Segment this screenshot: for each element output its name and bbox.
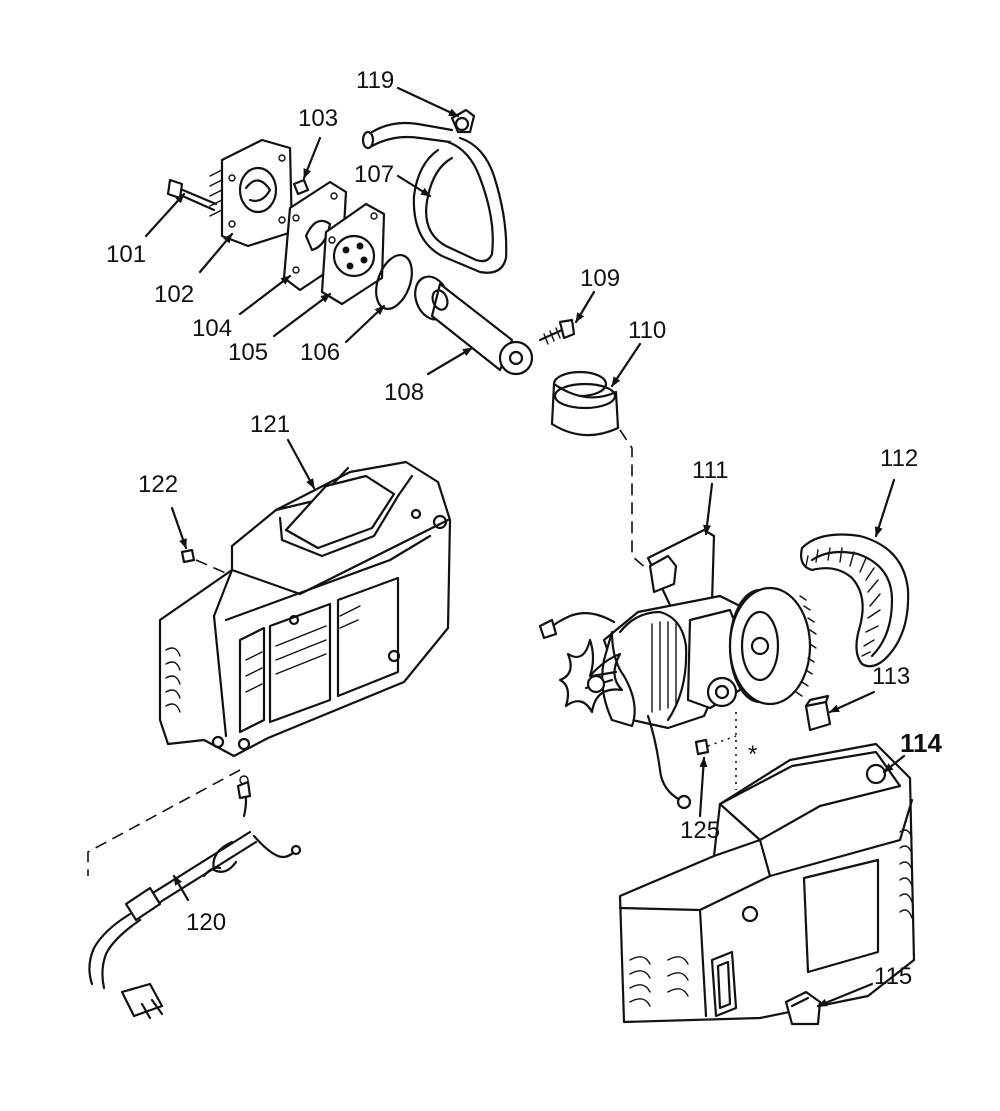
label-104: 104 (192, 315, 232, 342)
part-107-outlet-tube (361, 121, 508, 274)
label-114: 114 (900, 728, 942, 758)
label-105: 105 (228, 339, 268, 366)
part-101-screw (166, 178, 218, 212)
label-110: 110 (628, 317, 666, 344)
part-114-shroud-front (618, 742, 916, 1024)
part-108-cylinder (414, 275, 534, 376)
part-120-power-cord (88, 780, 302, 1020)
label-112: 112 (880, 445, 918, 472)
label-113: 113 (872, 663, 910, 690)
label-115: 115 (874, 963, 912, 990)
label-125: 125 (680, 817, 720, 844)
part-125-screw (694, 712, 737, 790)
label-111: 111 (692, 457, 728, 484)
part-112-belt (800, 533, 910, 668)
part-110-sleeve (550, 370, 620, 437)
note-asterisk: * (748, 741, 757, 768)
label-121: 121 (250, 411, 290, 438)
label-108: 108 (384, 379, 424, 406)
label-103: 103 (298, 105, 338, 132)
label-120: 120 (186, 909, 226, 936)
leader-arrows (144, 86, 906, 1008)
assembly-line-110-111 (619, 429, 649, 571)
part-111-motor (538, 528, 817, 810)
part-109-screw (538, 318, 576, 345)
label-102: 102 (154, 281, 194, 308)
part-121-shroud-rear (158, 460, 452, 758)
label-106: 106 (300, 339, 340, 366)
part-115-latch (784, 990, 822, 1026)
part-labels: 119 103 107 101 102 104 105 106 108 109 … (106, 67, 942, 990)
label-122: 122 (138, 471, 178, 498)
label-119: 119 (356, 67, 394, 94)
part-113-block (804, 694, 832, 732)
part-122-screw (180, 548, 229, 575)
assembly-line-121-120 (87, 769, 241, 876)
label-109: 109 (580, 265, 620, 292)
part-103-valve (292, 178, 310, 196)
part-119-fitting (450, 108, 476, 134)
label-107: 107 (354, 161, 394, 188)
part-102-head (209, 138, 294, 248)
label-101: 101 (106, 241, 146, 268)
part-105-gasket (320, 202, 386, 306)
